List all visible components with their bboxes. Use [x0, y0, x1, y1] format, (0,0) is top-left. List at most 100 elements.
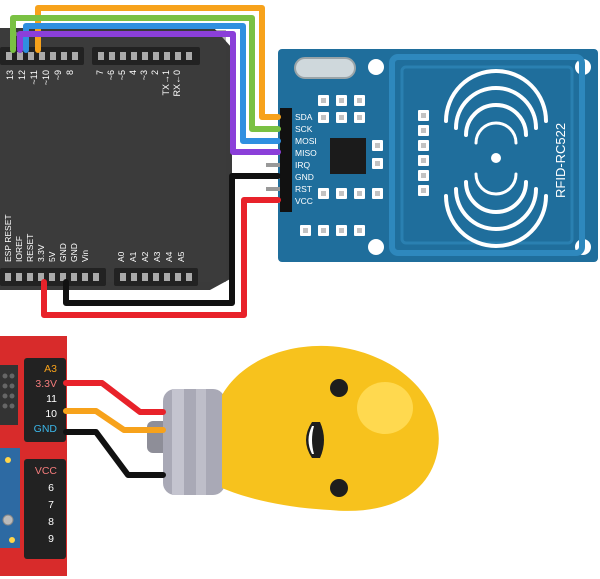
digital-pin-label: 7	[95, 70, 105, 75]
header-hole	[120, 273, 126, 281]
power-pin-label: 3.3V	[36, 244, 46, 262]
header-hole	[17, 52, 23, 60]
digital-pin-label: ~11	[29, 70, 39, 85]
sensor-pin-label: 6	[48, 482, 54, 494]
digital-pin-label: TX→1	[161, 70, 171, 96]
digital-pin-label: 8	[65, 70, 75, 75]
analog-pin-label: A1	[128, 251, 138, 262]
power-pin-label: GND	[69, 243, 79, 262]
header-hole	[153, 273, 159, 281]
header-hole	[71, 273, 77, 281]
digital-pin-label: ~5	[117, 70, 127, 80]
header-hole	[82, 273, 88, 281]
rfid-pin-label: MOSI	[295, 136, 317, 146]
analog-pin-label: A4	[164, 251, 174, 262]
analog-pin-label: A0	[116, 251, 126, 262]
header-hole	[28, 52, 34, 60]
header-hole	[164, 52, 170, 60]
rfid-module: RFID-RC522 SDA SCK MOSI MISO IRQ GND RST VCC	[266, 49, 598, 262]
digital-pin-label: 12	[17, 70, 27, 80]
rfid-pin-label: SCK	[295, 124, 313, 134]
wire-bulb-red	[63, 380, 166, 415]
wire-vcc-rfid	[41, 197, 281, 318]
header-hole	[5, 273, 11, 281]
wire-gnd-rfid	[63, 173, 281, 306]
wire-miso	[17, 31, 281, 155]
header-hole	[6, 52, 12, 60]
header-hole	[186, 52, 192, 60]
rfid-pin-label: RST	[295, 184, 312, 194]
header-hole	[27, 273, 33, 281]
header-hole	[186, 273, 192, 281]
power-pin-label: IOREF	[14, 236, 24, 262]
rfid-pin-label: VCC	[295, 196, 313, 206]
wire-bulb-orange	[63, 408, 166, 433]
header-hole	[175, 52, 181, 60]
digital-pin-label: 4	[128, 70, 138, 75]
power-pin-label: 5V	[47, 251, 57, 262]
analog-pin-label: A2	[140, 251, 150, 262]
sensor-pin-label: 11	[46, 393, 57, 405]
header-hole	[131, 52, 137, 60]
power-pin-label: Vin	[80, 250, 90, 262]
sensor-pin-label: GND	[34, 423, 58, 435]
rfid-antenna-icon	[444, 69, 548, 248]
wire-sda	[35, 5, 281, 120]
header-hole	[131, 273, 137, 281]
crystal-oscillator	[294, 57, 356, 79]
lightbulb-face-icon	[147, 345, 439, 511]
rc522-chip	[330, 138, 366, 174]
header-hole	[50, 52, 56, 60]
sensor-pin-label: 7	[48, 499, 54, 511]
rfid-pin-label: MISO	[295, 148, 317, 158]
header-hole	[153, 52, 159, 60]
digital-pin-label: 2	[150, 70, 160, 75]
sensor-pin-label: 8	[48, 516, 54, 528]
power-pin-label: ESP RESET	[3, 214, 13, 262]
header-hole	[61, 52, 67, 60]
sensor-pin-label: 3.3V	[35, 378, 57, 390]
header-hole	[49, 273, 55, 281]
analog-pin-label: A5	[176, 251, 186, 262]
wires	[10, 5, 281, 478]
sensor-pin-label: VCC	[35, 465, 58, 477]
header-hole	[60, 273, 66, 281]
sensor-pin-label: 9	[48, 533, 54, 545]
header-hole	[175, 273, 181, 281]
header-hole	[142, 52, 148, 60]
sensor-header-bottom	[24, 459, 66, 559]
rfid-model-label: RFID-RC522	[553, 123, 568, 198]
rfid-pin	[266, 187, 280, 191]
header-hole	[38, 273, 44, 281]
header-hole	[16, 273, 22, 281]
digital-pin-label: 13	[5, 70, 15, 80]
rfid-pin-label: SDA	[295, 112, 313, 122]
digital-pin-label: ~10	[41, 70, 51, 85]
sensor-pin-label: A3	[44, 363, 57, 375]
wire-bulb-black	[63, 429, 166, 478]
power-pin-label: GND	[58, 243, 68, 262]
header-hole	[164, 273, 170, 281]
header-hole	[98, 52, 104, 60]
rfid-pin-label: IRQ	[295, 160, 311, 170]
rfid-pin-label: GND	[295, 172, 314, 182]
analog-pin-label: A3	[152, 251, 162, 262]
antenna-coil	[389, 54, 585, 256]
digital-pin-label: ~3	[139, 70, 149, 80]
wire-sck	[10, 15, 281, 132]
header-hole	[39, 52, 45, 60]
digital-pin-label: RX←0	[172, 70, 182, 97]
header-hole	[72, 52, 78, 60]
rfid-pin	[266, 163, 280, 167]
digital-pin-label: ~6	[106, 70, 116, 80]
header-hole	[142, 273, 148, 281]
header-hole	[109, 52, 115, 60]
sensor-header-top	[24, 358, 66, 442]
rfid-pin-header	[280, 108, 292, 212]
digital-pin-label: ~9	[53, 70, 63, 80]
sensor-pin-label: 10	[45, 408, 57, 420]
header-hole	[93, 273, 99, 281]
